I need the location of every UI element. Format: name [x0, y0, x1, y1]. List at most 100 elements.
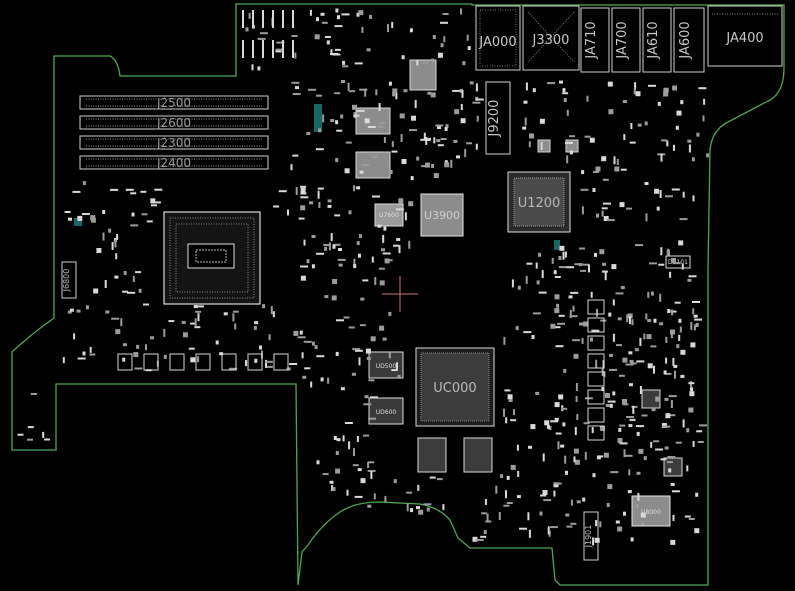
- passive-component: [566, 155, 569, 164]
- passive-component: [141, 213, 148, 216]
- passive-component: [687, 139, 692, 143]
- passive-component: [76, 309, 81, 313]
- passive-component: [352, 104, 357, 110]
- passive-component: [122, 290, 129, 293]
- passive-component: [547, 82, 556, 85]
- passive-component: [410, 176, 414, 181]
- passive-component: [300, 187, 306, 193]
- passive-component: [416, 506, 420, 510]
- diode-d5101: D5101: [665, 255, 691, 269]
- passive-component: [622, 357, 628, 363]
- passive-component: [608, 312, 612, 317]
- passive-component: [341, 80, 346, 83]
- passive-component: [362, 279, 369, 282]
- passive-component: [262, 10, 264, 28]
- passive-component: [467, 46, 471, 51]
- passive-component: [619, 442, 628, 445]
- passive-component: [314, 34, 320, 40]
- passive-component: [553, 270, 557, 275]
- teal-pad-cluster: [74, 104, 560, 250]
- board-outline: [11, 3, 785, 586]
- passive-component: [353, 264, 357, 269]
- passive-component: [594, 537, 600, 543]
- passive-component: [612, 299, 615, 306]
- passive-component: [688, 518, 695, 520]
- passive-component: [300, 196, 309, 199]
- passive-component: [505, 417, 508, 424]
- passive-component: [574, 427, 577, 435]
- passive-component: [562, 422, 566, 427]
- passive-component: [562, 88, 566, 93]
- passive-component: [595, 359, 598, 368]
- passive-component: [503, 336, 506, 345]
- passive-component: [104, 280, 107, 288]
- passive-component: [252, 40, 254, 58]
- passive-component: [77, 357, 86, 360]
- passive-component: [623, 134, 626, 141]
- passive-component: [553, 482, 559, 488]
- passive-component: [352, 348, 361, 351]
- passive-component: [569, 315, 578, 318]
- passive-component: [342, 435, 345, 442]
- passive-component: [629, 316, 631, 325]
- passive-component: [554, 326, 561, 329]
- passive-component: [620, 168, 627, 171]
- passive-component: [653, 440, 660, 443]
- passive-component: [672, 357, 675, 366]
- passive-component: [324, 36, 331, 38]
- passive-component: [387, 24, 389, 33]
- passive-component: [660, 247, 663, 256]
- passive-component: [370, 396, 378, 399]
- passive-component: [671, 188, 680, 191]
- passive-component: [381, 248, 385, 252]
- passive-component: [431, 58, 435, 63]
- passive-component: [331, 485, 334, 491]
- passive-component: [596, 213, 599, 218]
- connector-ja600: JA600: [673, 7, 705, 73]
- passive-component: [391, 369, 398, 372]
- chip-label: U8000: [641, 509, 661, 516]
- passive-component: [693, 314, 698, 318]
- passive-component: [506, 475, 510, 480]
- passive-component: [661, 423, 667, 428]
- passive-component: [609, 403, 613, 408]
- passive-component: [273, 353, 289, 371]
- passive-component: [435, 124, 444, 127]
- passive-component: [693, 324, 696, 331]
- passive-component: [317, 187, 324, 190]
- passive-component: [328, 242, 331, 251]
- passive-component: [330, 49, 333, 56]
- passive-component: [364, 118, 370, 124]
- passive-component: [633, 88, 636, 95]
- passive-component: [609, 368, 617, 371]
- passive-component: [565, 141, 573, 144]
- connector-label: JA710: [584, 21, 599, 59]
- passive-component: [358, 357, 361, 366]
- connector-label: JA400: [725, 31, 763, 46]
- passive-component: [337, 15, 340, 20]
- passive-component: [460, 8, 462, 15]
- passive-component: [528, 141, 531, 148]
- passive-component: [645, 313, 648, 320]
- passive-component: [527, 512, 530, 521]
- passive-component: [397, 374, 401, 379]
- passive-component: [290, 164, 293, 171]
- passive-component: [254, 321, 259, 325]
- passive-component: [606, 503, 610, 507]
- passive-component: [692, 440, 695, 447]
- passive-component: [670, 539, 676, 545]
- passive-component: [606, 219, 615, 222]
- passive-component: [667, 309, 671, 313]
- passive-component: [150, 336, 155, 340]
- passive-component: [699, 424, 708, 427]
- passive-component: [42, 431, 45, 438]
- passive-component: [429, 476, 436, 479]
- passive-component: [622, 399, 627, 404]
- passive-component: [318, 202, 321, 208]
- passive-component: [563, 368, 567, 373]
- passive-component: [682, 419, 685, 428]
- passive-component: [483, 530, 487, 535]
- passive-component: [268, 334, 271, 341]
- passive-component: [377, 224, 382, 228]
- passive-component: [426, 507, 430, 512]
